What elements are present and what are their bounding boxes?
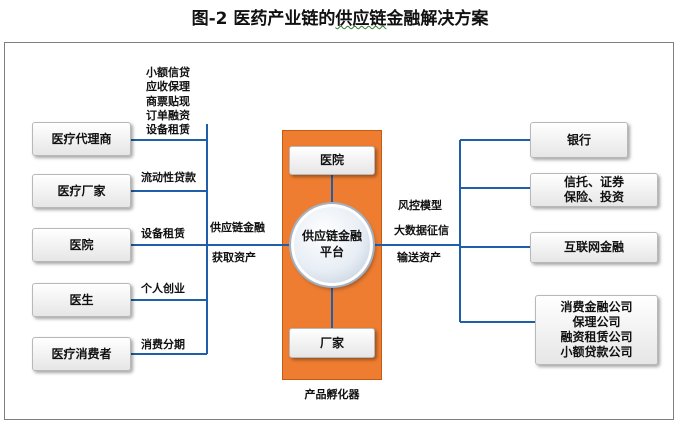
title-suffix: 金融解决方案 bbox=[386, 9, 489, 29]
label-risk-model: 风控模型 bbox=[398, 199, 442, 212]
label-agent-products: 小额信贷 应收保理 商票贴现 订单融资 设备租赁 bbox=[146, 66, 190, 137]
label-acquire-assets: 获取资产 bbox=[212, 251, 256, 264]
node-medical-agent: 医疗代理商 bbox=[32, 122, 131, 156]
title-highlight: 供应链 bbox=[335, 9, 387, 29]
node-internet-finance: 互联网金融 bbox=[530, 232, 658, 263]
label-deliver-assets: 输送资产 bbox=[397, 251, 441, 264]
label-supply-chain-finance: 供应链金融 bbox=[210, 221, 265, 234]
label-equipment-leasing: 设备租赁 bbox=[141, 227, 185, 240]
label-consumer-installment: 消费分期 bbox=[141, 338, 185, 351]
label-personal-startup: 个人创业 bbox=[141, 282, 185, 295]
node-hospital: 医院 bbox=[32, 228, 131, 262]
node-medical-factory: 医疗厂家 bbox=[32, 174, 131, 208]
node-finance-companies: 消费金融公司 保理公司 融资租赁公司 小额贷款公司 bbox=[535, 295, 658, 365]
center-factory-box: 厂家 bbox=[289, 328, 375, 358]
node-trust-securities: 信托、证券 保险、投资 bbox=[530, 173, 658, 207]
title-prefix: 图-2 医药产业链的 bbox=[191, 9, 336, 29]
node-doctor: 医生 bbox=[32, 283, 131, 317]
center-hospital-box: 医院 bbox=[289, 146, 375, 175]
figure-title: 图-2 医药产业链的供应链金融解决方案 bbox=[0, 4, 680, 29]
label-liquidity-loan: 流动性贷款 bbox=[141, 171, 196, 184]
node-medical-consumer: 医疗消费者 bbox=[32, 337, 131, 371]
node-bank: 银行 bbox=[530, 122, 628, 158]
platform-circle: 供应链金融 平台 bbox=[291, 204, 373, 286]
diagram-frame bbox=[4, 42, 674, 420]
label-big-data-credit: 大数据征信 bbox=[394, 224, 449, 237]
label-incubator: 产品孵化器 bbox=[304, 388, 360, 401]
